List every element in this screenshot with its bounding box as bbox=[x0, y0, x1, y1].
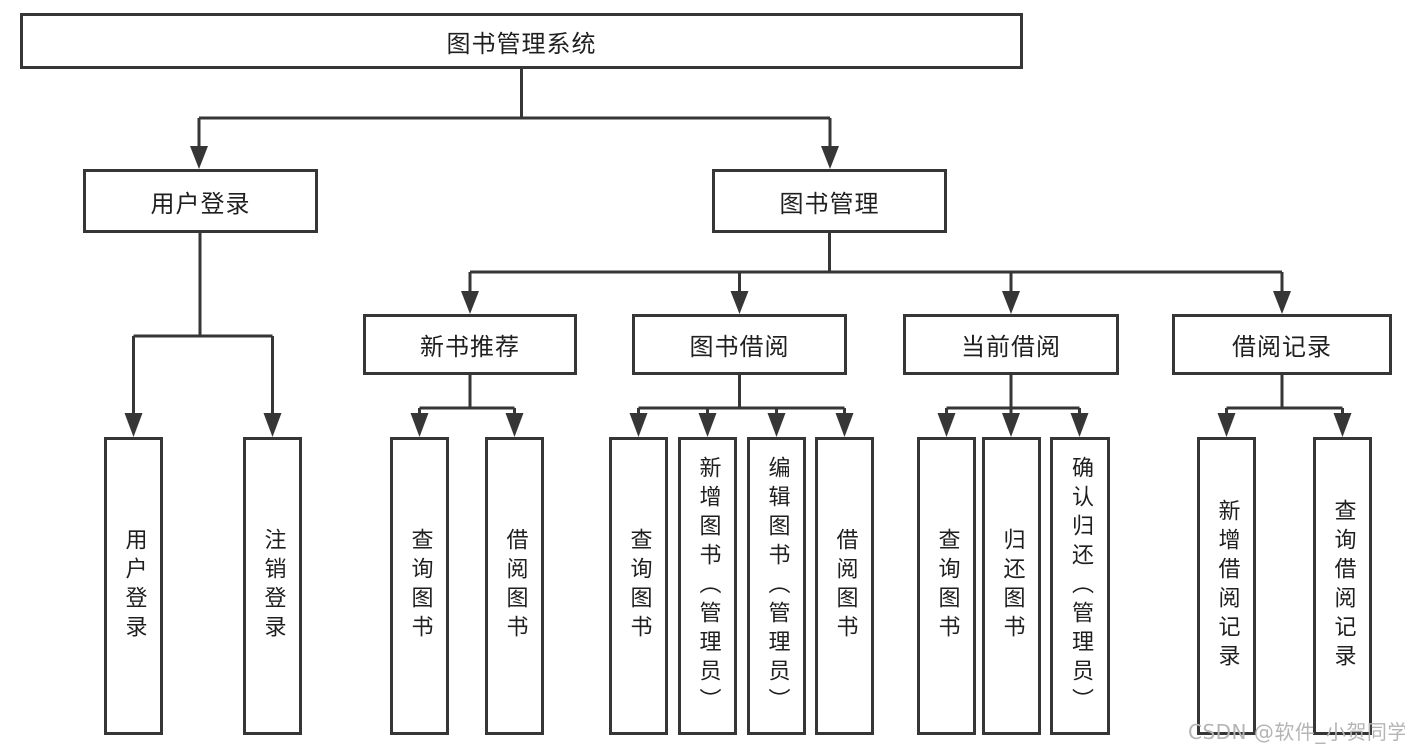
leaf-add-books-admin-label: 新增图书（管理员） bbox=[695, 455, 721, 717]
node-new-book-recommend: 新书推荐 bbox=[363, 314, 577, 375]
node-book-borrow: 图书借阅 bbox=[632, 314, 847, 375]
connector-user-login-to-leaves bbox=[124, 233, 282, 437]
leaf-edit-books-admin-label: 编辑图书（管理员） bbox=[764, 455, 790, 717]
node-new-book-recommend-label: 新书推荐 bbox=[420, 333, 520, 361]
leaf-recommend-query-books-label: 查询图书 bbox=[407, 528, 433, 644]
leaf-add-borrow-record-label: 新增借阅记录 bbox=[1214, 499, 1240, 673]
leaf-query-borrow-record-label: 查询借阅记录 bbox=[1330, 499, 1356, 673]
leaf-borrow-query-books: 查询图书 bbox=[609, 437, 668, 735]
leaf-recommend-borrow-books-label: 借阅图书 bbox=[502, 528, 528, 644]
connector-root-to-level2 bbox=[190, 69, 839, 169]
leaf-add-borrow-record: 新增借阅记录 bbox=[1197, 437, 1256, 735]
leaf-return-books: 归还图书 bbox=[982, 437, 1041, 735]
connector-borrow-records-to-leaves bbox=[1217, 375, 1352, 437]
connector-current-borrow-to-leaves bbox=[937, 375, 1089, 437]
leaf-borrow-books: 借阅图书 bbox=[815, 437, 874, 735]
leaf-borrow-query-books-label: 查询图书 bbox=[626, 528, 652, 644]
leaf-confirm-return-admin: 确认归还（管理员） bbox=[1050, 437, 1110, 735]
csdn-watermark: CSDN @软件_小贺同学 bbox=[1188, 720, 1405, 744]
node-user-login-label: 用户登录 bbox=[150, 189, 251, 218]
leaf-confirm-return-admin-label: 确认归还（管理员） bbox=[1068, 455, 1093, 717]
node-book-borrow-label: 图书借阅 bbox=[689, 333, 790, 361]
leaf-current-query-books: 查询图书 bbox=[917, 437, 976, 735]
leaf-logout: 注销登录 bbox=[243, 437, 302, 735]
node-book-management: 图书管理 bbox=[712, 169, 947, 233]
leaf-query-borrow-record: 查询借阅记录 bbox=[1313, 437, 1372, 735]
leaf-user-login-label: 用户登录 bbox=[121, 528, 147, 644]
connector-book-management-to-level3 bbox=[461, 233, 1291, 314]
leaf-add-books-admin: 新增图书（管理员） bbox=[678, 437, 737, 735]
leaf-recommend-query-books: 查询图书 bbox=[390, 437, 449, 735]
leaf-edit-books-admin: 编辑图书（管理员） bbox=[747, 437, 806, 735]
leaf-user-login: 用户登录 bbox=[104, 437, 163, 735]
node-current-borrow-label: 当前借阅 bbox=[961, 333, 1061, 361]
node-borrow-records-label: 借阅记录 bbox=[1232, 333, 1332, 361]
connector-new-book-recommend-to-leaves bbox=[410, 375, 524, 437]
connector-book-borrow-to-leaves bbox=[629, 375, 854, 437]
node-current-borrow: 当前借阅 bbox=[903, 314, 1119, 375]
leaf-return-books-label: 归还图书 bbox=[999, 528, 1025, 644]
node-library-system-label: 图书管理系统 bbox=[446, 29, 597, 58]
node-book-management-label: 图书管理 bbox=[779, 189, 880, 218]
node-borrow-records: 借阅记录 bbox=[1172, 314, 1392, 375]
node-library-system: 图书管理系统 bbox=[20, 13, 1023, 69]
leaf-borrow-books-label: 借阅图书 bbox=[832, 528, 858, 644]
leaf-logout-label: 注销登录 bbox=[260, 528, 286, 644]
leaf-recommend-borrow-books: 借阅图书 bbox=[485, 437, 544, 735]
leaf-current-query-books-label: 查询图书 bbox=[934, 528, 960, 644]
node-user-login: 用户登录 bbox=[83, 169, 318, 233]
